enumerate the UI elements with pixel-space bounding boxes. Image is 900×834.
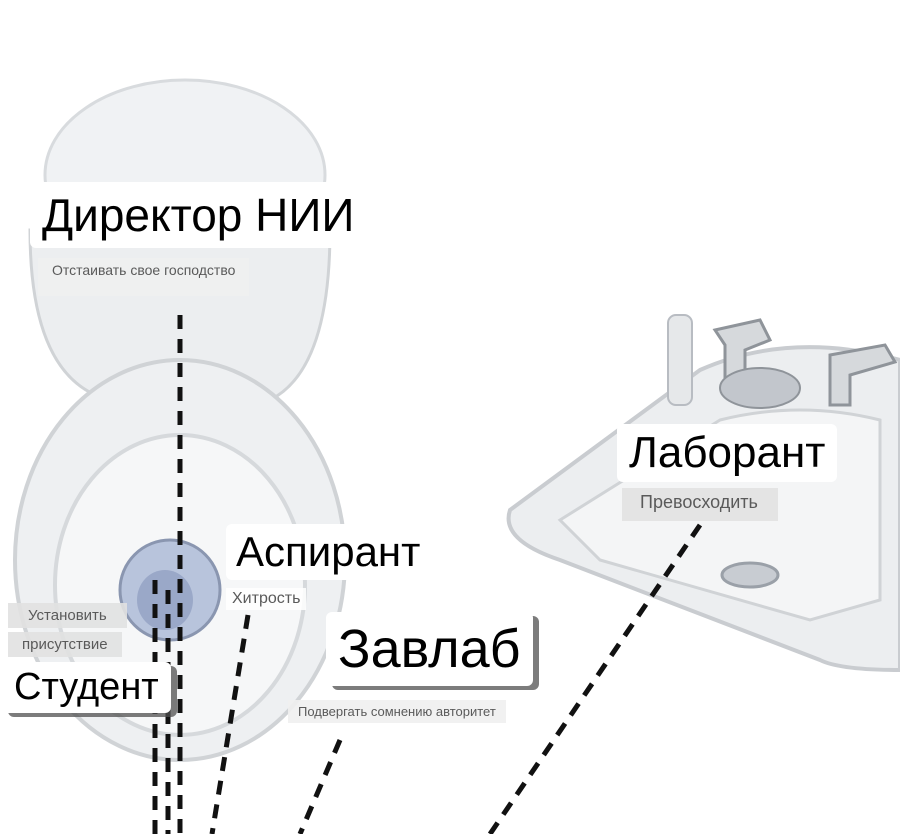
- director-subtitle: Отстаивать свое господство: [38, 258, 250, 296]
- student-label: Студент: [2, 662, 171, 713]
- zavlab-line: [297, 739, 343, 834]
- zavlab-subtitle: Подвергать сомнению авторитет: [288, 700, 506, 723]
- student-subtitle-1: Установить: [8, 603, 127, 628]
- aspirant-line: [209, 614, 251, 834]
- laborant-subtitle: Превосходить: [622, 488, 778, 521]
- laborant-label: Лаборант: [617, 424, 838, 482]
- aspirant-subtitle: Хитрость: [226, 588, 307, 610]
- aspirant-label: Аспирант: [226, 524, 431, 580]
- director-label: Директор НИИ: [30, 182, 367, 248]
- student-subtitle-2: присутствие: [8, 632, 122, 657]
- zavlab-label: Завлаб: [326, 612, 533, 686]
